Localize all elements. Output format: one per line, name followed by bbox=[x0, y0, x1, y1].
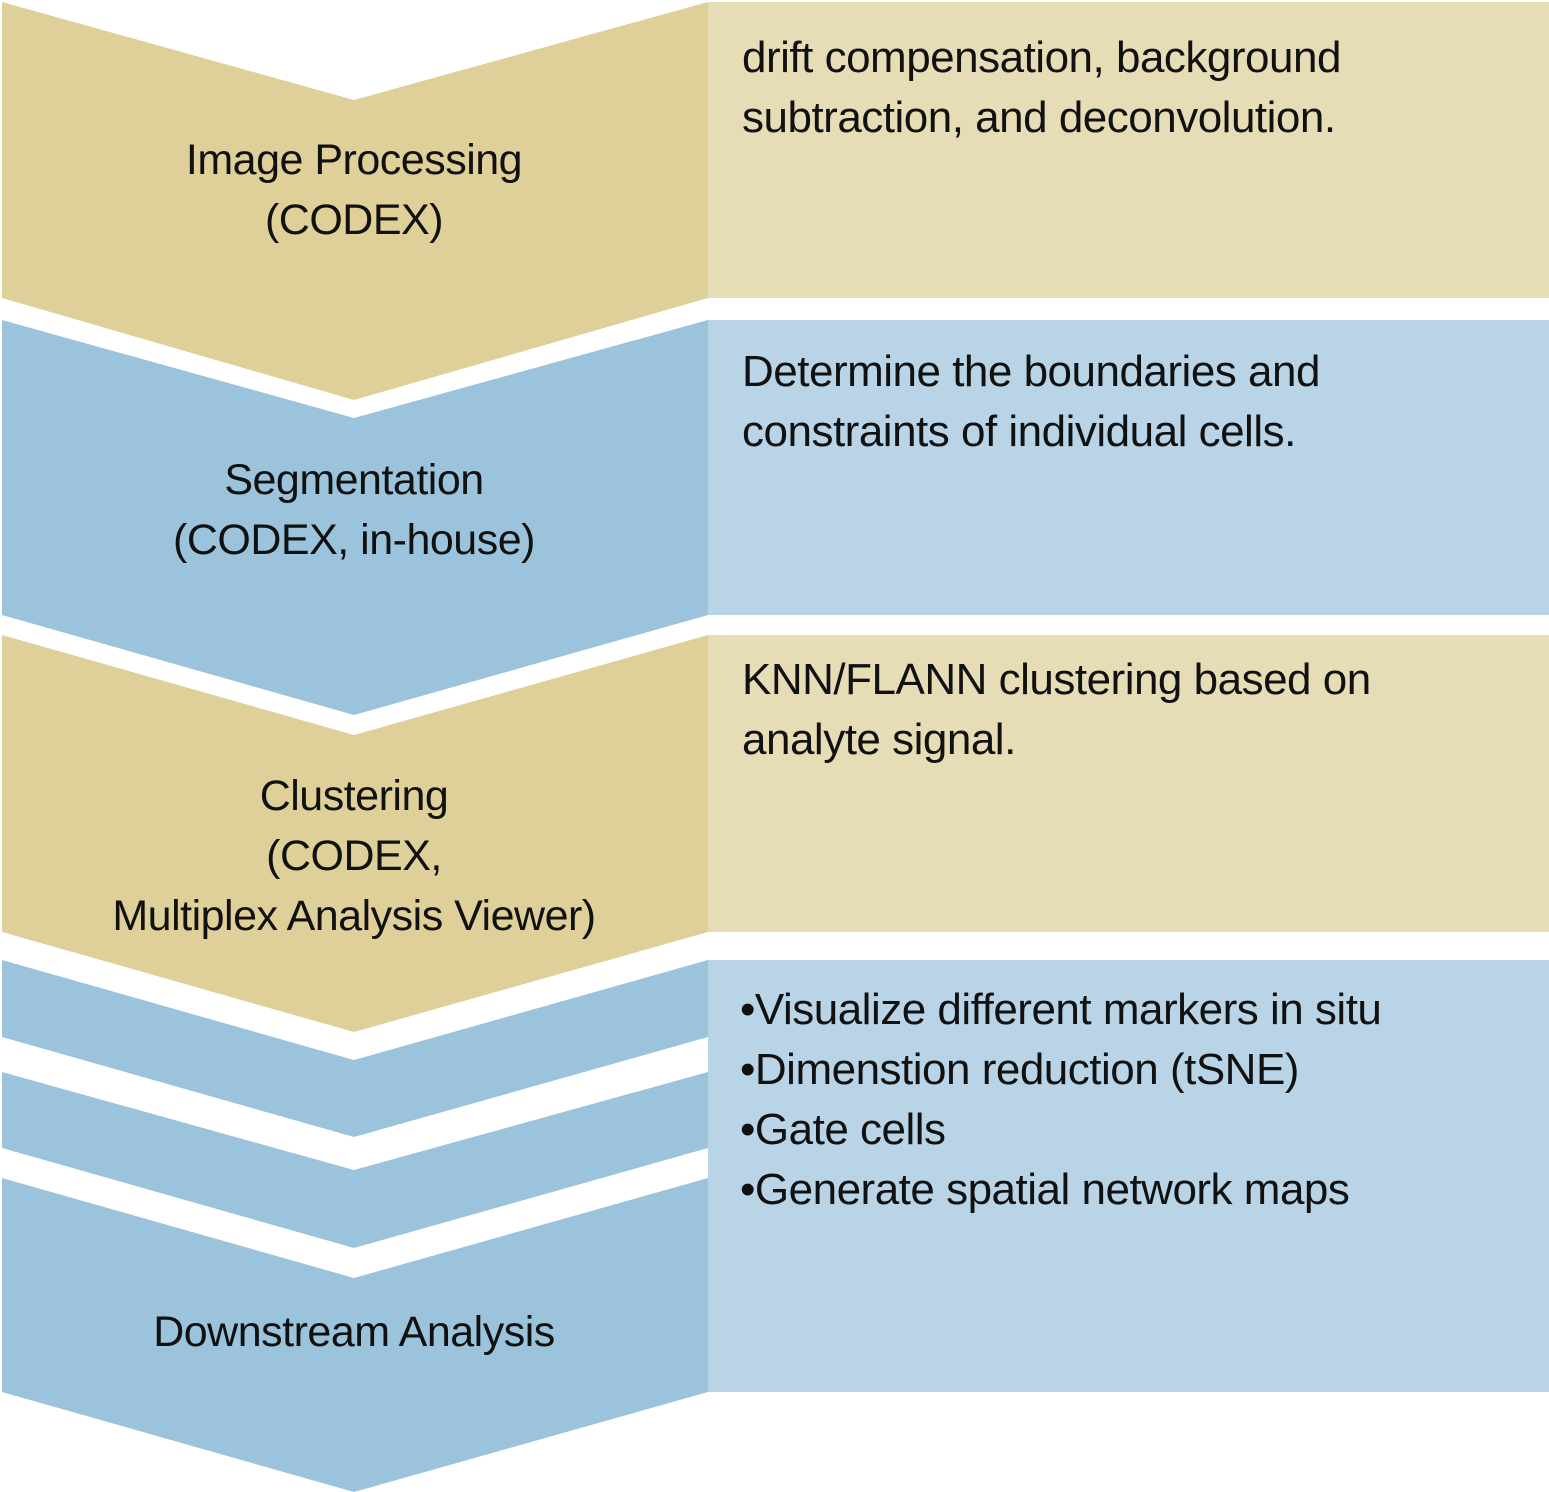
bullet-item: •Dimenstion reduction (tSNE) bbox=[740, 1045, 1299, 1094]
step-tool: (CODEX) bbox=[264, 196, 444, 244]
description-line: drift compensation, background bbox=[742, 33, 1341, 82]
description-image-processing: drift compensation, background subtracti… bbox=[708, 14, 1549, 148]
description-line: KNN/FLANN clustering based on bbox=[742, 655, 1371, 704]
description-segmentation: Determine the boundaries and constraints… bbox=[708, 328, 1549, 462]
step-label-image-processing: Image Processing (CODEX) bbox=[0, 130, 708, 250]
description-line: Determine the boundaries and bbox=[742, 347, 1320, 396]
step-label-clustering: Clustering (CODEX, Multiplex Analysis Vi… bbox=[0, 766, 708, 946]
bullet-item: •Visualize different markers in situ bbox=[740, 985, 1382, 1034]
chevron-image-processing bbox=[2, 2, 708, 400]
chevron-downstream-stripe-1 bbox=[2, 960, 708, 1137]
description-box-bg-1 bbox=[708, 2, 1549, 298]
description-box-bg-3 bbox=[708, 635, 1549, 932]
step-tool: (CODEX, in-house) bbox=[173, 516, 535, 564]
description-line: constraints of individual cells. bbox=[742, 407, 1296, 456]
chevron-segmentation bbox=[2, 320, 708, 715]
bullet-item: •Generate spatial network maps bbox=[740, 1165, 1350, 1214]
chevron-downstream-analysis bbox=[2, 1178, 708, 1492]
chevron-downstream-stripe-2 bbox=[2, 1072, 708, 1248]
description-line: subtraction, and deconvolution. bbox=[742, 93, 1336, 142]
description-clustering: KNN/FLANN clustering based on analyte si… bbox=[708, 636, 1549, 770]
step-title: Segmentation bbox=[224, 456, 484, 504]
description-line: analyte signal. bbox=[742, 715, 1016, 764]
step-tool-line2: Multiplex Analysis Viewer) bbox=[112, 892, 596, 940]
description-box-bg-2 bbox=[708, 320, 1549, 615]
step-title: Downstream Analysis bbox=[153, 1308, 555, 1356]
step-tool: (CODEX, bbox=[266, 832, 442, 880]
bullet-item: •Gate cells bbox=[740, 1105, 946, 1154]
step-label-segmentation: Segmentation (CODEX, in-house) bbox=[0, 450, 708, 570]
step-title: Clustering bbox=[259, 772, 449, 820]
description-downstream-analysis: •Visualize different markers in situ •Di… bbox=[708, 966, 1549, 1220]
step-title: Image Processing bbox=[185, 136, 523, 184]
description-box-bg-4 bbox=[708, 960, 1549, 1392]
chevron-clustering bbox=[2, 635, 708, 1032]
step-label-downstream-analysis: Downstream Analysis bbox=[0, 1302, 708, 1362]
